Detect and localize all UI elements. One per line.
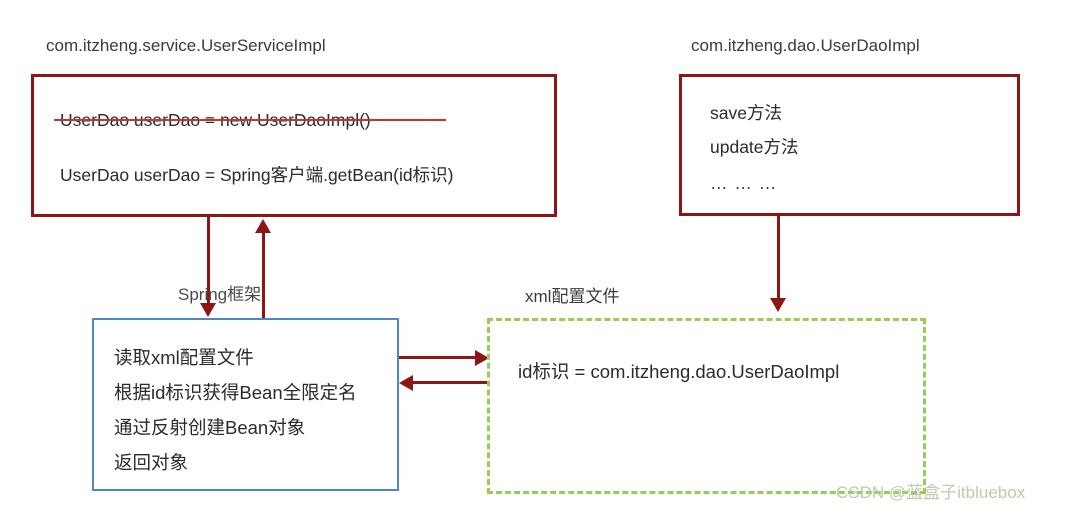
xml-config-title: xml配置文件 <box>525 287 620 306</box>
xml-bean-definition-line: id标识 = com.itzheng.dao.UserDaoImpl <box>518 361 840 382</box>
arrow-spring-to-xml-head <box>475 350 489 366</box>
arrow-service-to-spring-shaft <box>207 217 210 307</box>
arrow-xml-to-spring-shaft <box>411 381 490 384</box>
dao-method-update: update方法 <box>710 137 799 157</box>
csdn-watermark: CSDN @蓝盒子itbluebox <box>836 483 1026 502</box>
xml-config-box: id标识 = com.itzheng.dao.UserDaoImpl <box>487 318 926 494</box>
dao-method-ellipsis: … … … <box>710 173 778 193</box>
spring-step-read-xml: 读取xml配置文件 <box>114 347 254 368</box>
spring-step-reflection-create-bean: 通过反射创建Bean对象 <box>114 417 306 438</box>
edge-label-spring-framework: Spring框架 <box>178 285 262 304</box>
arrow-spring-to-xml-shaft <box>399 356 479 359</box>
service-class-title: com.itzheng.service.UserServiceImpl <box>46 36 326 55</box>
strikethrough-rule <box>54 119 446 121</box>
spring-step-return-object: 返回对象 <box>114 452 189 473</box>
arrow-xml-to-spring-head <box>399 375 413 391</box>
dao-class-title: com.itzheng.dao.UserDaoImpl <box>691 36 920 55</box>
arrow-service-to-spring-head <box>200 303 216 317</box>
arrow-spring-to-service-head <box>255 219 271 233</box>
dao-impl-box: save方法 update方法 … … … <box>679 74 1020 216</box>
dao-method-save: save方法 <box>710 103 782 123</box>
arrow-dao-to-xml-head <box>770 298 786 312</box>
arrow-dao-to-xml-shaft <box>777 216 780 301</box>
spring-framework-box: 读取xml配置文件 根据id标识获得Bean全限定名 通过反射创建Bean对象 … <box>92 318 399 491</box>
service-active-code-line: UserDao userDao = Spring客户端.getBean(id标识… <box>60 165 454 185</box>
arrow-spring-to-service-shaft <box>262 232 265 319</box>
spring-step-resolve-bean-name: 根据id标识获得Bean全限定名 <box>114 382 357 403</box>
service-impl-box: UserDao userDao = new UserDaoImpl() User… <box>31 74 557 217</box>
